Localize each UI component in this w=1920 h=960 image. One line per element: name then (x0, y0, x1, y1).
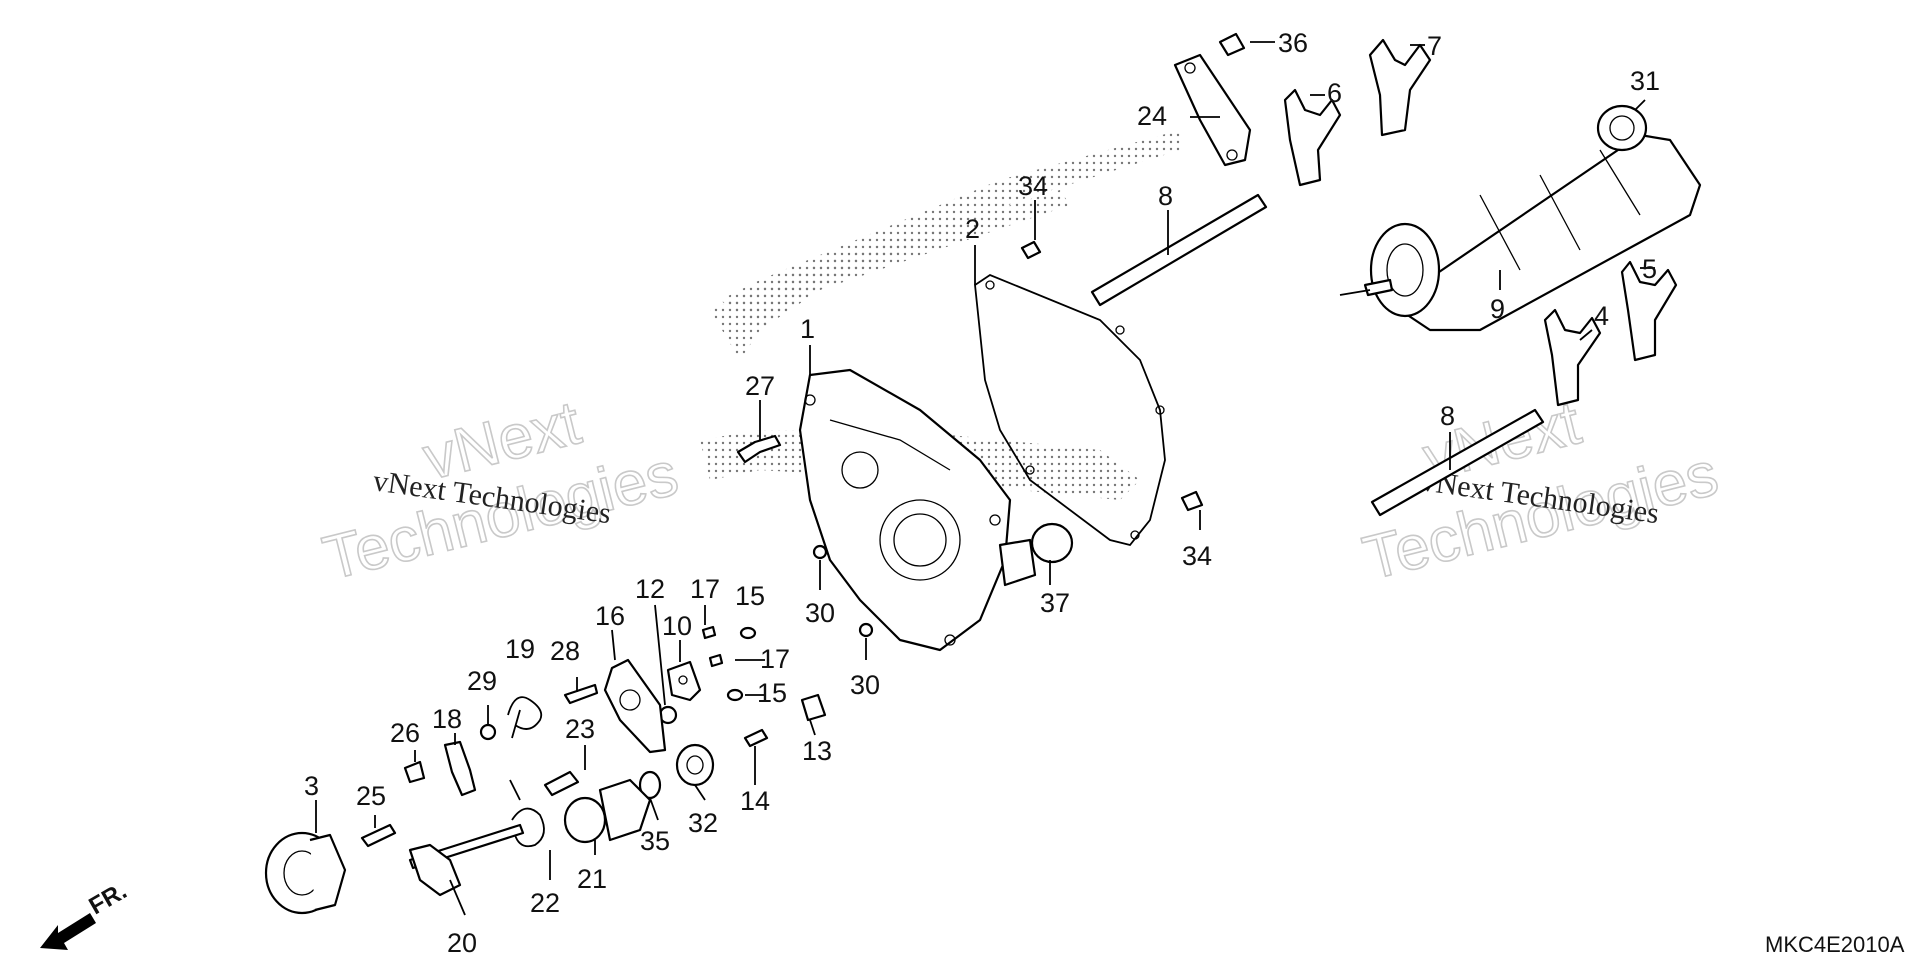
part-bolt-25 (360, 823, 397, 848)
part-cover-1 (798, 368, 1037, 652)
part-cap-3 (264, 831, 347, 915)
part-spring-19 (507, 696, 543, 739)
callout-23: 23 (565, 714, 595, 744)
callout-31: 31 (1630, 66, 1660, 96)
leader-lines (315, 41, 1655, 916)
callout-22: 22 (530, 888, 560, 918)
part-pin-17-b (708, 653, 724, 668)
callout-17-lower: 17 (760, 644, 790, 674)
callout-labels: 1 2 3 4 5 6 7 8 8 9 10 12 13 14 15 15 16… (304, 28, 1660, 958)
callout-19: 19 (505, 634, 535, 664)
callout-8-lower: 8 (1440, 401, 1455, 431)
part-fork-7 (1368, 38, 1432, 137)
callout-1: 1 (800, 314, 815, 344)
part-stopper-10 (666, 660, 702, 702)
callout-17-upper: 17 (690, 574, 720, 604)
part-shaft-20 (408, 823, 525, 897)
part-bolt-27 (736, 434, 782, 464)
callout-30-lower: 30 (850, 670, 880, 700)
part-plate-16 (603, 658, 667, 754)
part-bearing-31 (1596, 104, 1648, 152)
drawing-code: MKC4E2010A (1765, 932, 1905, 957)
callout-34-lower: 34 (1182, 541, 1212, 571)
direction-arrow: FR. (40, 877, 131, 950)
watermark-left: vNext Technologies vNext Technologies (316, 387, 685, 594)
callout-4: 4 (1594, 301, 1609, 331)
callout-15-upper: 15 (735, 581, 765, 611)
part-nut-30-b (858, 622, 874, 638)
callout-13: 13 (802, 736, 832, 766)
callout-28: 28 (550, 636, 580, 666)
part-gasket-2 (974, 273, 1166, 547)
part-spring-22 (509, 779, 545, 848)
callout-3: 3 (304, 771, 319, 801)
part-bolt-23 (543, 770, 580, 797)
callout-8-upper: 8 (1158, 181, 1173, 211)
callout-35: 35 (640, 826, 670, 856)
part-shaft-8-upper (1090, 193, 1268, 307)
callout-25: 25 (356, 781, 386, 811)
callout-5: 5 (1642, 254, 1657, 284)
part-pin-17-a (701, 625, 717, 640)
part-pin-14 (743, 728, 769, 748)
callout-12: 12 (635, 574, 665, 604)
part-bearing-32 (675, 743, 715, 787)
callout-18: 18 (432, 704, 462, 734)
part-washer-15-b (726, 688, 744, 702)
direction-label: FR. (85, 877, 132, 920)
part-arm-18 (443, 740, 477, 797)
callout-26: 26 (390, 718, 420, 748)
callout-29: 29 (467, 666, 497, 696)
part-gear-21 (563, 778, 652, 844)
part-bolt-36 (1218, 32, 1246, 57)
callout-36: 36 (1278, 28, 1308, 58)
callout-9: 9 (1490, 294, 1505, 324)
part-bearing-37 (1030, 522, 1074, 564)
callout-27: 27 (745, 371, 775, 401)
part-bolt-26 (403, 760, 426, 784)
part-fork-4 (1543, 308, 1602, 407)
callout-37: 37 (1040, 588, 1070, 618)
part-bolt-28 (563, 683, 599, 705)
callout-10: 10 (662, 611, 692, 641)
callout-21: 21 (577, 864, 607, 894)
callout-24: 24 (1137, 101, 1167, 131)
callout-16: 16 (595, 601, 625, 631)
callout-14: 14 (740, 786, 770, 816)
callout-34-upper: 34 (1018, 171, 1048, 201)
callout-30-upper: 30 (805, 598, 835, 628)
part-plate-24 (1173, 53, 1252, 167)
part-nut-29 (479, 723, 497, 741)
callout-32: 32 (688, 808, 718, 838)
part-shift-drum-9 (1339, 133, 1702, 332)
callout-6: 6 (1327, 78, 1342, 108)
part-dowel-34-lower (1180, 490, 1204, 512)
part-dowel-34-upper (1020, 240, 1042, 260)
callout-7: 7 (1427, 31, 1442, 61)
part-washer-15-a (739, 626, 757, 640)
part-fork-5 (1620, 260, 1678, 362)
part-fork-6 (1283, 88, 1342, 187)
callout-15-lower: 15 (757, 678, 787, 708)
part-shaft-8-lower (1370, 408, 1545, 517)
part-slider-13 (800, 693, 827, 722)
part-nut-30-a (812, 544, 828, 560)
callout-2: 2 (965, 214, 980, 244)
callout-20: 20 (447, 928, 477, 958)
